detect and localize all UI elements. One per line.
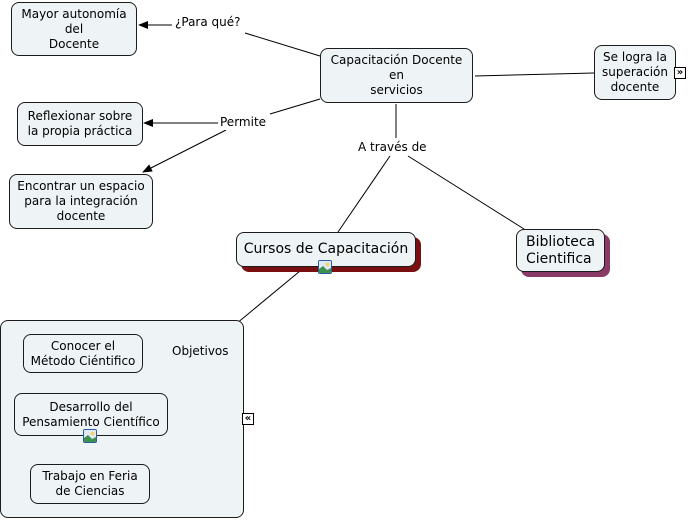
node-desarrollo-pensamiento[interactable]: Desarrollo del Pensamiento Científico: [14, 393, 168, 436]
line-atraves-cursos: [337, 155, 391, 233]
node-trabajo-feria[interactable]: Trabajo en Feria de Ciencias: [30, 464, 150, 504]
node-se-logra-superacion[interactable]: Se logra la superación docente: [594, 45, 676, 100]
node-conocer-metodo[interactable]: Conocer el Método Ciéntifico: [23, 334, 143, 373]
linking-phrase-a-traves-de[interactable]: A través de: [356, 140, 429, 155]
node-encontrar-espacio[interactable]: Encontrar un espacio para la integración…: [9, 174, 153, 229]
node-reflexionar[interactable]: Reflexionar sobre la propia práctica: [17, 102, 143, 146]
linking-phrase-objetivos[interactable]: Objetivos: [170, 344, 231, 359]
line-root-permite: [269, 98, 321, 115]
line-permite-encontrar: [142, 129, 227, 173]
node-mayor-autonomia[interactable]: Mayor autonomía del Docente: [11, 2, 137, 56]
linking-phrase-para-que[interactable]: ¿Para qué?: [173, 15, 243, 30]
line-root-selogra: [474, 72, 595, 77]
collapse-icon[interactable]: «: [242, 413, 254, 425]
expand-icon[interactable]: »: [674, 67, 686, 79]
node-biblioteca-cientifica[interactable]: Biblioteca Cientifica: [516, 229, 605, 272]
linking-phrase-permite[interactable]: Permite: [218, 115, 269, 130]
image-icon[interactable]: [318, 260, 332, 274]
node-root-capacitacion-docente[interactable]: Capacitación Docente en servicios: [320, 48, 473, 103]
line-atraves-biblioteca: [407, 155, 525, 230]
line-root-paraque: [244, 32, 321, 57]
image-icon[interactable]: [83, 429, 97, 443]
node-cursos-capacitacion[interactable]: Cursos de Capacitación: [236, 232, 416, 267]
